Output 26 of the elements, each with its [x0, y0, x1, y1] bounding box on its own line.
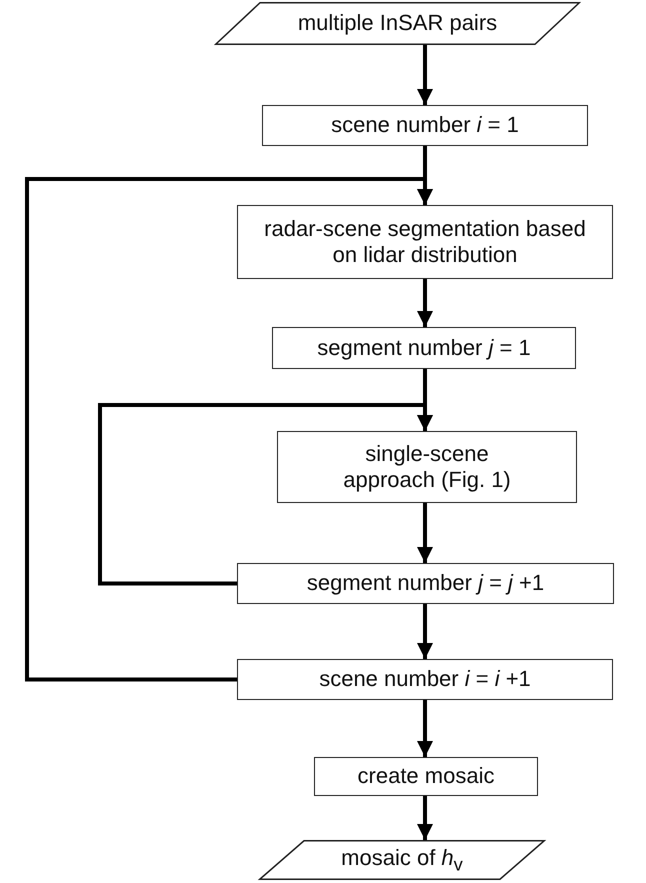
process-box	[237, 659, 613, 700]
arrow	[25, 177, 433, 682]
node-label: segment number j = j +1	[306, 570, 544, 597]
arrow	[417, 604, 433, 659]
arrow	[417, 45, 433, 105]
node-label: single-scene approach (Fig. 1)	[342, 440, 512, 494]
io-parallelogram	[215, 2, 580, 45]
io-parallelogram	[259, 840, 545, 880]
arrow	[417, 503, 433, 563]
process-box	[262, 105, 588, 146]
node-label: segment number j = 1	[317, 334, 531, 362]
process-box	[314, 757, 538, 796]
arrow	[98, 403, 433, 586]
process-box	[237, 205, 613, 279]
arrow	[417, 796, 433, 840]
node-label: radar-scene segmentation based on lidar distribution	[263, 216, 587, 268]
arrow	[417, 700, 433, 757]
node-label: scene number i = i +1	[319, 666, 531, 693]
process-box	[272, 327, 576, 369]
process-box	[237, 563, 614, 604]
node-label: multiple InSAR pairs	[298, 10, 498, 37]
process-box	[277, 431, 577, 503]
arrow	[417, 279, 433, 327]
node-label: mosaic of h$_{v}$	[341, 844, 463, 876]
node-label: create mosaic	[358, 763, 494, 790]
node-label: scene number i = 1	[331, 112, 519, 139]
